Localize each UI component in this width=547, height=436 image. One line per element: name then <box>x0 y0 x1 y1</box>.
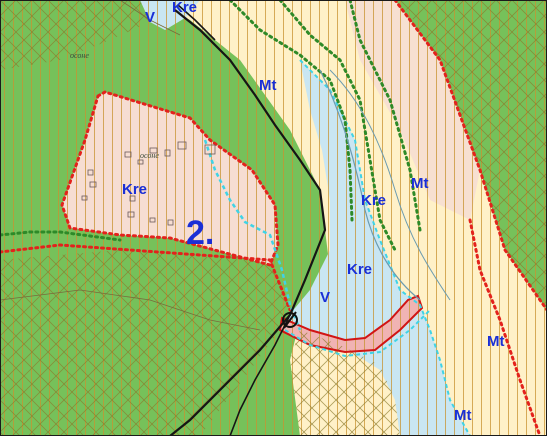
area-number-label: 2. <box>186 214 214 252</box>
zone-label-mt-right: Mt <box>411 175 429 192</box>
east-zone-boundary <box>393 0 547 312</box>
hatch-overlay-northeast <box>400 0 547 310</box>
settlement-boundary <box>60 90 280 267</box>
south-zone-boundary <box>0 243 292 312</box>
hatch-overlay-south <box>0 250 290 436</box>
river-line <box>319 69 421 301</box>
zone-label-mt-top: Mt <box>259 77 277 94</box>
local-path-1 <box>119 0 181 36</box>
zone-label-mt-bottom: Mt <box>454 407 472 424</box>
zone-label-kre-low: Kre <box>347 261 372 278</box>
secondary-road <box>177 4 216 41</box>
branch-road <box>229 314 291 436</box>
junction-arrow <box>283 311 297 329</box>
hatch-overlay-east <box>290 330 400 436</box>
local-path-2 <box>0 289 261 331</box>
zone-label-kre-top: Kre <box>172 0 197 16</box>
building-cluster <box>81 141 216 226</box>
place-name-northwest: осоне <box>70 51 89 60</box>
green-boundary-3 <box>348 0 422 232</box>
zone-label-kre-left: Kre <box>122 181 147 198</box>
hatch-overlay-northwest <box>0 0 150 70</box>
zone-label-v-low: V <box>320 289 330 306</box>
zone-label-v-top: V <box>145 9 155 26</box>
place-name-settlement: осоне <box>140 151 159 160</box>
east-lower-boundary <box>468 218 542 436</box>
main-road <box>169 9 327 436</box>
water-boundary-corridor <box>284 309 431 358</box>
green-boundary-1 <box>228 0 354 222</box>
junction-marker <box>282 312 298 328</box>
green-boundary-2 <box>278 0 397 252</box>
zone-label-mt-lower-right: Mt <box>487 333 505 350</box>
zone-label-kre-mid: Kre <box>361 192 386 209</box>
green-boundary-left <box>0 230 122 242</box>
river-line-2 <box>329 69 451 301</box>
water-boundary-west <box>203 139 302 331</box>
